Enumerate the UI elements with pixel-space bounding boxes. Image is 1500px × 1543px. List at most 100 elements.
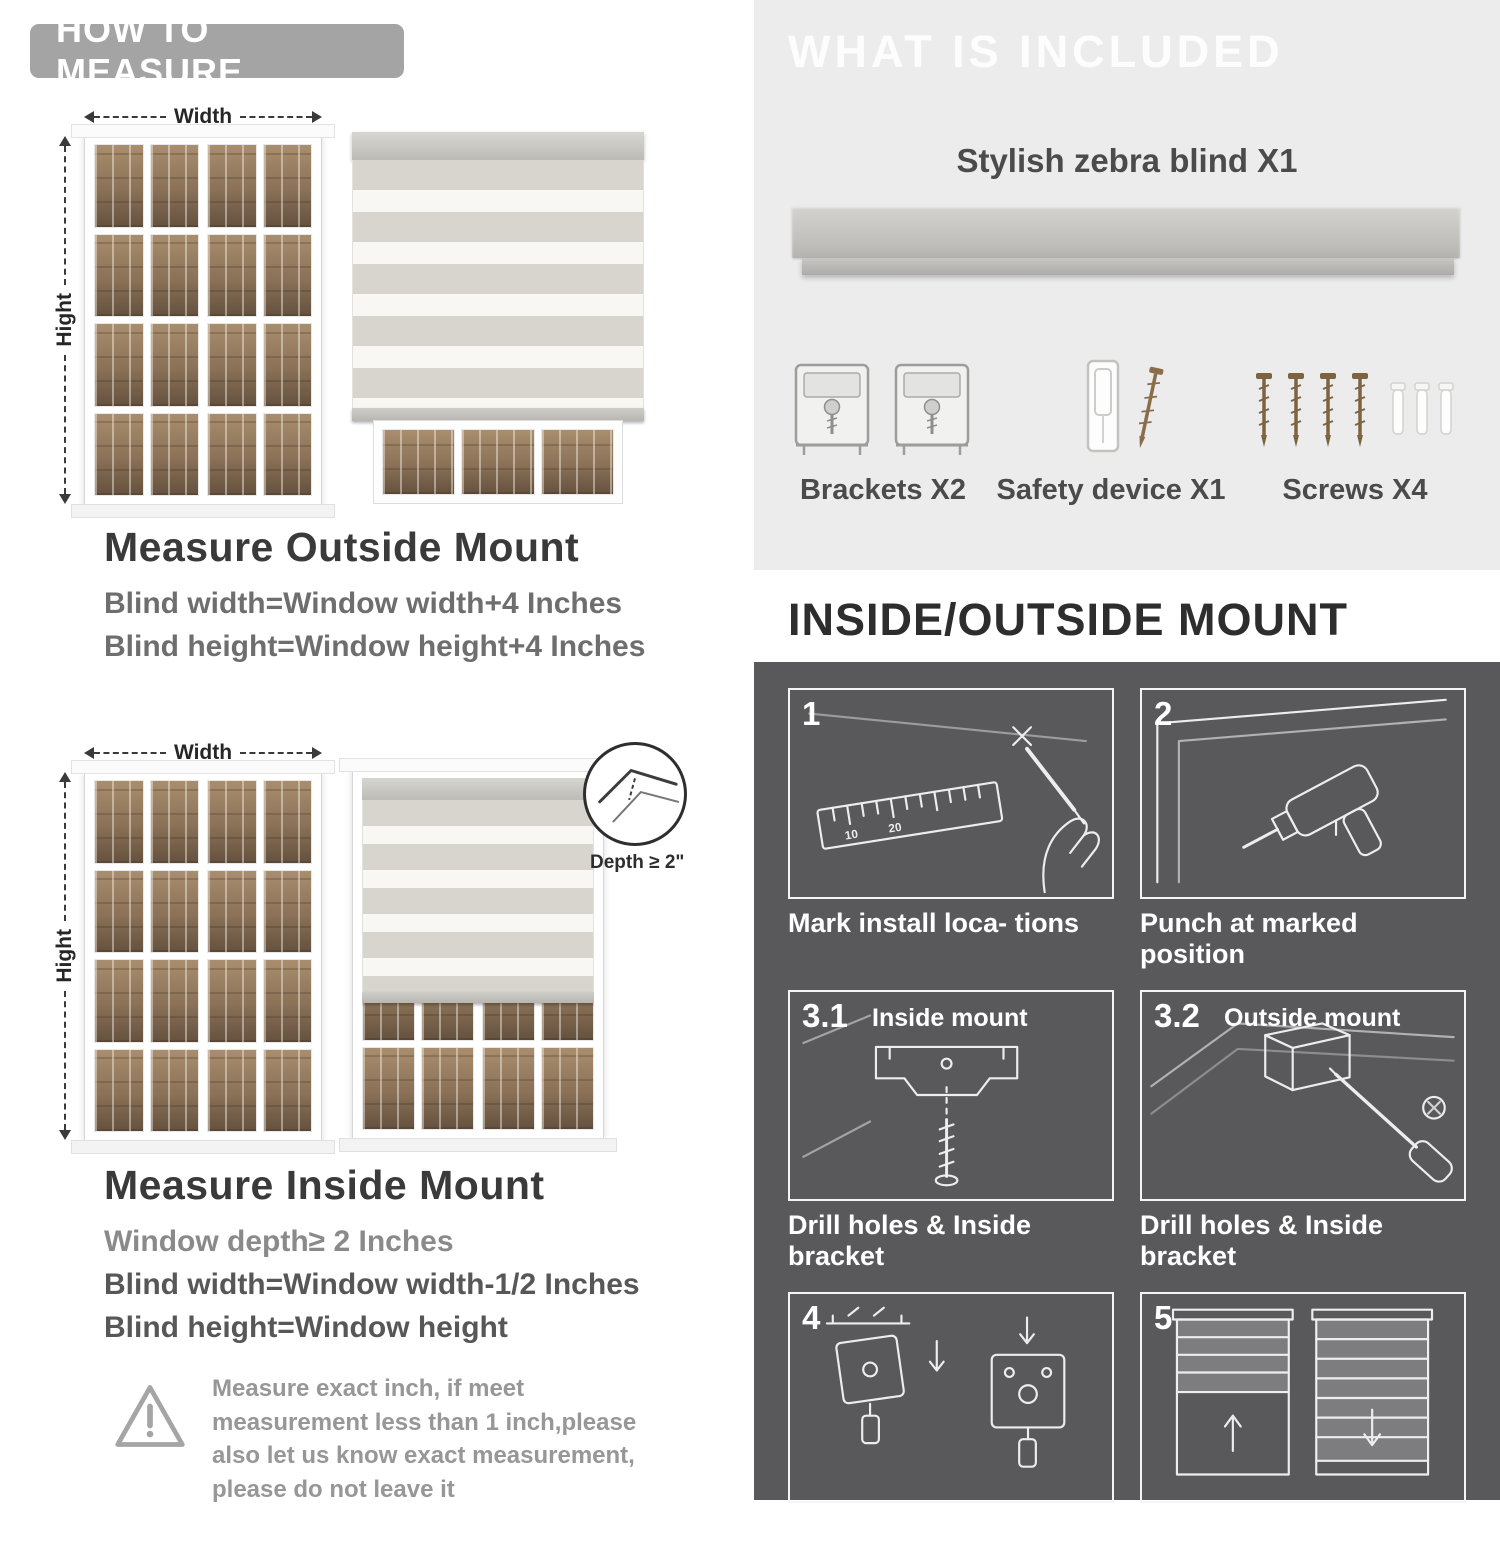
width-measure-arrow: Width: [84, 105, 322, 128]
step-caption: Mark install loca- tions: [788, 908, 1080, 938]
window-pane: [382, 429, 456, 495]
window-pane: [149, 869, 199, 953]
arrow-down-icon: [59, 1130, 71, 1140]
step-number: 3.1: [802, 997, 848, 1034]
window-pane: [94, 323, 144, 407]
width-label: Width: [173, 105, 233, 128]
arrow-left-icon: [84, 111, 94, 123]
blind-bottomrail: [362, 992, 594, 1003]
window-pane: [262, 144, 312, 228]
inside-bracket-drawing: [802, 1014, 1019, 1187]
outside-mount-title: Measure Outside Mount: [104, 524, 580, 570]
inside-mount-blind-illustration: [339, 758, 617, 1152]
step-5-illustration: 5: [1140, 1292, 1466, 1503]
window-pane: [541, 1046, 594, 1130]
screws-icon: [1250, 352, 1460, 470]
step-4-illustration: 4: [788, 1292, 1114, 1503]
zebra-stripes: [352, 160, 644, 408]
window-pane: [207, 1048, 257, 1132]
window-pane: [421, 1046, 474, 1130]
outside-height-formula: Blind height=Window height+4 Inches: [104, 630, 646, 663]
window-pane: [207, 144, 257, 228]
height-label: Hight: [53, 929, 76, 983]
window-pane: [207, 412, 257, 496]
svg-text:20: 20: [888, 821, 903, 836]
step-number: 3.2: [1154, 997, 1200, 1034]
mount-step-5: 5 Finish: [1140, 1292, 1466, 1543]
zebra-blind-headrail-image: [792, 206, 1460, 275]
outside-mount-text: Measure Outside Mount Blind width=Window…: [104, 524, 645, 673]
depth-magnifier-icon: [583, 742, 687, 846]
blind-headrail: [352, 132, 644, 160]
window-pane: [149, 323, 199, 407]
install-blind-drawing: [825, 1306, 1066, 1468]
safety-device-icon: [1036, 352, 1186, 470]
mount-step-3-1: 3.1 Inside mount Drill holes & Ins: [788, 990, 1114, 1272]
arrow-right-icon: [312, 111, 322, 123]
zebra-stripes: [362, 800, 594, 992]
included-item-safety-device: Safety device X1: [996, 352, 1226, 507]
warning-text: Measure exact inch, if meet measurement …: [212, 1375, 637, 1503]
window-pane: [207, 233, 257, 317]
included-item-screws: Screws X4: [1250, 352, 1460, 507]
how-to-measure-header: HOW TO MEASURE: [30, 9, 404, 92]
included-item-brackets: Brackets X2: [794, 352, 972, 507]
measured-window-illustration: Width Hight: [52, 740, 335, 1154]
warning-triangle-icon: [115, 1385, 185, 1447]
window-pane: [207, 959, 257, 1043]
window-pane: [262, 959, 312, 1043]
height-label: Hight: [53, 293, 76, 347]
mark-locations-drawing: 10 20: [808, 712, 1100, 894]
step-number: 1: [802, 695, 821, 732]
included-items: Brackets X2 S: [794, 352, 1460, 507]
window-pane: [149, 412, 199, 496]
depth-requirement-label: Depth ≥ 2": [590, 852, 685, 873]
step-number: 2: [1154, 695, 1173, 732]
window-pane: [207, 323, 257, 407]
window-photo: [71, 124, 335, 518]
step-2-illustration: 2: [1140, 688, 1466, 899]
mount-step-3-2: 3.2 Outside mount: [1140, 990, 1466, 1272]
inside-height-formula: Blind height=Window height: [104, 1311, 508, 1344]
what-is-included-header: WHAT IS INCLUDED: [788, 26, 1284, 77]
window-pane: [94, 959, 144, 1043]
mount-steps-grid: 1 10 20: [788, 688, 1466, 1543]
safety-device-label: Safety device X1: [996, 474, 1226, 506]
window-pane: [94, 233, 144, 317]
window-pane: [262, 323, 312, 407]
how-to-measure-section: HOW TO MEASURE Width Hight: [0, 0, 750, 1503]
brackets-icon: [794, 352, 972, 470]
window-pane: [94, 780, 144, 864]
step-caption: Drill holes & Inside bracket: [1140, 1210, 1384, 1271]
step-caption: Install the blind: [788, 1512, 987, 1542]
inside-mount-illustrations: Width Hight: [52, 740, 617, 1154]
outside-width-formula: Blind width=Window width+4 Inches: [104, 587, 623, 620]
window-pane: [262, 869, 312, 953]
arrow-up-icon: [59, 136, 71, 146]
brackets-label: Brackets X2: [799, 474, 967, 506]
arrow-right-icon: [312, 747, 322, 759]
outside-bracket-drawing: [1150, 1022, 1455, 1183]
window-pane: [207, 869, 257, 953]
arrow-down-icon: [59, 494, 71, 504]
window-pane: [149, 1048, 199, 1132]
width-label: Width: [173, 741, 233, 764]
inside-width-formula: Blind width=Window width-1/2 Inches: [104, 1268, 640, 1301]
inside-mount-title: Measure Inside Mount: [104, 1162, 545, 1208]
window-pane: [461, 429, 535, 495]
window-pane: [94, 412, 144, 496]
mount-step-1: 1 10 20: [788, 688, 1114, 970]
finish-drawing: [1171, 1308, 1434, 1476]
zebra-blind-overlay: [362, 778, 594, 1003]
zebra-blind-label: Stylish zebra blind X1: [956, 142, 1298, 179]
measurement-warning: Measure exact inch, if meet measurement …: [112, 1372, 652, 1506]
window-below-blind: [373, 420, 623, 504]
blind-headrail: [362, 778, 594, 800]
step-number: 4: [802, 1299, 821, 1336]
mount-step-4: 4: [788, 1292, 1114, 1543]
window-pane: [149, 144, 199, 228]
window-photo: [71, 760, 335, 1154]
svg-text:10: 10: [844, 828, 859, 843]
measured-window-illustration: Width Hight: [52, 104, 335, 518]
arrow-left-icon: [84, 747, 94, 759]
